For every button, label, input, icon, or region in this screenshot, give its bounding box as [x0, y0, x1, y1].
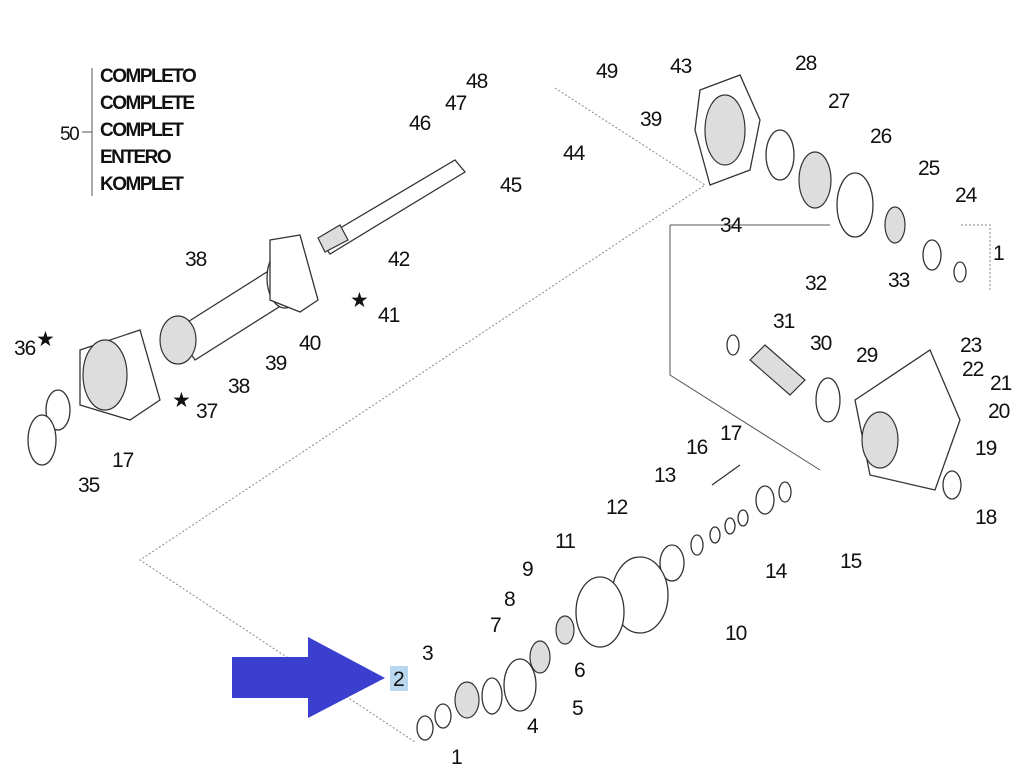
- callout-19: 19: [975, 437, 997, 460]
- callout-46: 46: [409, 112, 431, 135]
- callout-30: 30: [810, 332, 832, 355]
- callout-37: 37: [196, 400, 218, 423]
- callout-40: 40: [299, 332, 321, 355]
- callout-42: 42: [388, 248, 410, 271]
- callout-49: 49: [596, 60, 618, 83]
- callout-33: 33: [888, 269, 910, 292]
- tube-40: [159, 234, 319, 365]
- callout-22: 22: [962, 358, 984, 381]
- assembly-line: [960, 224, 991, 290]
- callout-1: 1: [993, 242, 1004, 265]
- callout-11: 11: [555, 530, 575, 553]
- callout-17: 17: [720, 422, 742, 445]
- callout-47: 47: [445, 92, 467, 115]
- callout-48: 48: [466, 70, 488, 93]
- callout-29: 29: [856, 344, 878, 367]
- pinion-assembly: [711, 334, 962, 500]
- callout-3: 3: [422, 642, 433, 665]
- callout-43: 43: [670, 55, 692, 78]
- callout-36: 36: [14, 337, 36, 360]
- callout-45: 45: [500, 174, 522, 197]
- callout-14: 14: [765, 560, 788, 583]
- callout-8: 8: [504, 588, 515, 611]
- callout-25: 25: [918, 157, 940, 180]
- housing: [27, 329, 161, 466]
- callout-28: 28: [795, 52, 817, 75]
- assembly-box-line: [669, 225, 821, 471]
- callout-38: 38: [185, 248, 207, 271]
- callout-32: 32: [805, 272, 827, 295]
- pointer-arrow-icon: [232, 637, 385, 718]
- callout-13: 13: [654, 464, 676, 487]
- callout-35: 35: [78, 474, 100, 497]
- legend-item: KOMPLET: [100, 174, 184, 195]
- callout-23: 23: [960, 334, 982, 357]
- callout-9: 9: [522, 558, 533, 581]
- callout-27: 27: [828, 90, 850, 113]
- callout-15: 15: [840, 550, 862, 573]
- callout-18: 18: [975, 506, 997, 529]
- shaft-42: [317, 159, 466, 255]
- callout-5: 5: [572, 697, 583, 720]
- callout-16: 16: [686, 436, 708, 459]
- callout-38: 38: [228, 375, 250, 398]
- legend-number: 50: [60, 124, 79, 145]
- star-icon: ★: [36, 328, 54, 351]
- differential-parts: [416, 481, 792, 741]
- legend-item: ENTERO: [100, 147, 171, 168]
- legend-item: COMPLETO: [100, 66, 196, 87]
- callout-44: 44: [563, 142, 586, 165]
- callout-12: 12: [606, 496, 628, 519]
- callout-2: 2: [393, 668, 404, 691]
- legend-item: COMPLETE: [100, 93, 194, 114]
- legend-item: COMPLET: [100, 120, 184, 141]
- callout-34: 34: [720, 214, 743, 237]
- callout-20: 20: [988, 400, 1010, 423]
- callout-17: 17: [112, 449, 134, 472]
- callout-31: 31: [773, 310, 795, 333]
- callout-26: 26: [870, 125, 892, 148]
- callout-39: 39: [265, 352, 287, 375]
- callout-39: 39: [640, 108, 662, 131]
- callout-highlight: [390, 666, 408, 691]
- callout-6: 6: [574, 659, 585, 682]
- callout-24: 24: [955, 184, 978, 207]
- callout-21: 21: [990, 372, 1012, 395]
- callout-41: 41: [378, 304, 400, 327]
- callout-4: 4: [527, 715, 539, 738]
- callout-1: 1: [451, 746, 462, 768]
- callout-7: 7: [490, 614, 501, 637]
- housing-43: [694, 74, 967, 283]
- callout-10: 10: [725, 622, 747, 645]
- star-icon: ★: [172, 389, 190, 412]
- assembly-line: [139, 87, 706, 743]
- star-icon: ★: [350, 289, 368, 312]
